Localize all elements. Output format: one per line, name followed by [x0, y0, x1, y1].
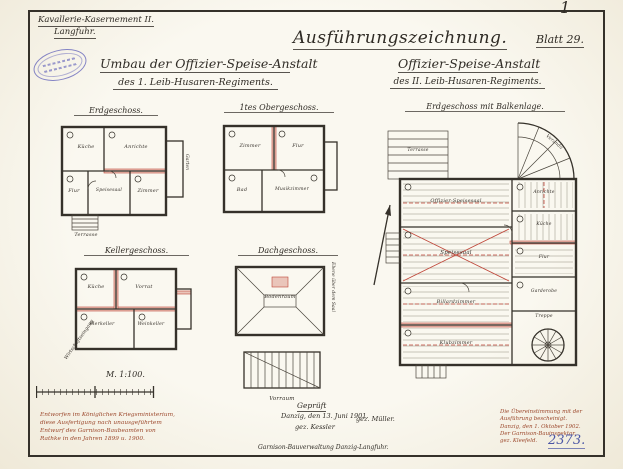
room-label: Treppe [535, 314, 553, 319]
plan-title: Dachgeschoss. [238, 246, 338, 256]
room-label: Speisesaal [440, 250, 472, 256]
room-label: Billardzimmer [436, 299, 476, 305]
provenance-note: Entworfen im Königlichen Kriegsministeri… [40, 411, 218, 443]
room-label: Küche [87, 284, 105, 290]
room-label: Flur [68, 188, 80, 194]
header-left-line1: Kavallerie-Kasernement II. [38, 15, 154, 27]
plan-kellergeschoss: Kellergeschoss. Küche Vorrat Bierkeller … [64, 246, 209, 378]
note-line: Rathke in den Jahren 1899 u. 1900. [40, 436, 145, 443]
plan-title: Erdgeschoss. [74, 106, 158, 116]
site-label: Terrasse [74, 232, 98, 238]
title-left-main: Umbau der Offizier-Speise-Anstalt [100, 56, 318, 73]
office-note: Garnison-Bauverwaltung Danzig-Langfuhr. [258, 444, 389, 451]
scale-bar [36, 386, 155, 398]
room-label: Anrichte [533, 190, 555, 195]
room-label: Bodenraum [264, 294, 296, 300]
room-label: Musikzimmer [275, 187, 309, 192]
room-label: Küche [536, 222, 552, 227]
site-label: Garten [184, 154, 189, 171]
note-line: Entworfen im Königlichen Kriegsministeri… [40, 412, 175, 418]
plan-balkenlage: Erdgeschoss mit Balkenlage. [360, 102, 596, 404]
dachgeschoss-plan-drawing [234, 265, 326, 337]
signature-2: gez. Müller. [356, 415, 395, 423]
room-label: Garderobe [530, 289, 558, 294]
geprueft-label: Geprüft [297, 401, 327, 412]
erdgeschoss-plan-drawing [60, 125, 184, 231]
sheet-border [28, 10, 605, 457]
plan-erdgeschoss: Erdgeschoss. Küche Anrichte Flur Speises… [54, 106, 196, 248]
check-date: Danzig, den 13. Juni 1901. [281, 412, 369, 420]
signature-1: gez. Kessler [295, 423, 335, 431]
note-line: diese Ausfertigung nach unausgeführtem [40, 420, 162, 427]
room-label: Weinkeller [137, 322, 165, 327]
title-right-sub: des II. Leib-Husaren-Regiments. [390, 77, 545, 89]
room-label: Flur [292, 143, 304, 149]
note-line: Entwurf des Garnison-Baubeamten von [40, 428, 156, 435]
room-label: Speisesaal [95, 188, 123, 193]
room-label: Zimmer [239, 143, 261, 149]
plan-obergeschoss: 1tes Obergeschoss. Zimmer Flur Bad Musik… [216, 103, 342, 238]
plan-title: 1tes Obergeschoss. [224, 103, 334, 113]
room-label: Terrasse [407, 148, 429, 153]
kellergeschoss-plan-drawing [74, 267, 192, 351]
sheet-number: Blatt 29. [536, 33, 584, 48]
archive-number: 2373. [548, 433, 586, 449]
sheet-title: Ausführungszeichnung. [293, 28, 508, 50]
note-line: Der Garnison-Bauinspektor. [500, 430, 577, 437]
balkenlage-plan-drawing [373, 122, 578, 379]
room-label: Offizier-Speisesaal [430, 198, 482, 204]
room-label: Flur [538, 255, 550, 260]
note-line: Danzig, den 1. Oktober 1902. [500, 423, 581, 430]
header-left-line2: Langfuhr. [54, 27, 96, 39]
stair-detail: Vorraum [240, 348, 330, 410]
plan-title: Erdgeschoss mit Balkenlage. [405, 102, 565, 112]
room-label: Anrichte [124, 144, 148, 150]
room-label: Vorrat [135, 284, 153, 290]
obergeschoss-plan-drawing [222, 124, 338, 214]
level-label: Ebene über dem Saal [330, 262, 335, 312]
note-line: gez. Kleefeld. [500, 438, 538, 445]
room-label: Küche [77, 144, 95, 150]
scale-label: M. 1:100. [106, 370, 145, 379]
plan-dachgeschoss: Dachgeschoss. Bodenraum Ebene über dem S… [228, 246, 350, 358]
note-line: Ausführung bescheinigt. [500, 416, 568, 423]
room-label: Vorraum [269, 396, 295, 402]
title-left-sub: des 1. Leib-Husaren-Regiments. [113, 77, 278, 90]
corner-mark: 1 [560, 0, 571, 17]
title-right-main: Offizier-Speise-Anstalt [398, 56, 541, 73]
room-label: Klubzimmer [439, 340, 473, 346]
plan-title: Kellergeschoss. [84, 246, 189, 256]
stair-drawing [243, 351, 321, 389]
room-label: Bad [236, 187, 248, 193]
room-label: Zimmer [137, 188, 159, 194]
certification-note: Die Übereinstimmung mit der Ausführung b… [500, 409, 602, 445]
room-label: Bierkeller [89, 322, 115, 327]
note-line: Die Übereinstimmung mit der [500, 409, 583, 415]
